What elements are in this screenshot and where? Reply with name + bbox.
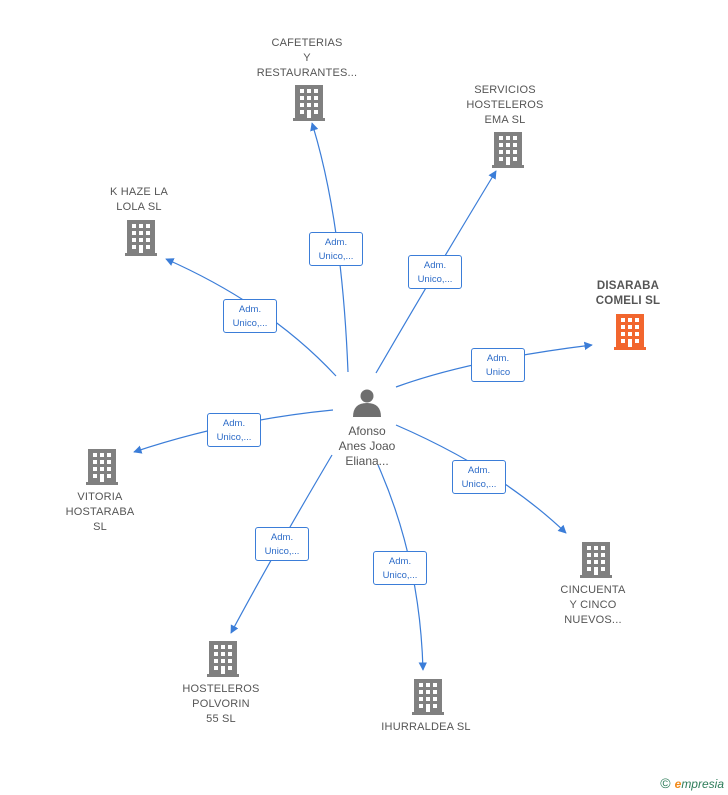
building-icon-cincuenta[interactable] <box>580 542 612 578</box>
edge-label-disaraba[interactable]: Adm. Unico <box>471 348 525 382</box>
edge-label-cafeterias[interactable]: Adm. Unico,... <box>309 232 363 266</box>
company-label[interactable]: SERVICIOS HOSTELEROS EMA SL <box>466 84 544 126</box>
company-node-servicios[interactable]: SERVICIOS HOSTELEROS EMA SL <box>466 83 543 128</box>
building-icon-servicios[interactable] <box>492 132 524 168</box>
person-name[interactable]: Afonso Anes Joao Eliana... <box>338 424 396 468</box>
company-label[interactable]: K HAZE LA LOLA SL <box>109 186 169 213</box>
building-icon-disaraba[interactable] <box>614 314 646 350</box>
edge-label-ihurraldea[interactable]: Adm. Unico,... <box>373 551 427 585</box>
edge-label-khaze[interactable]: Adm. Unico,... <box>223 299 277 333</box>
building-icon-vitoria[interactable] <box>86 449 118 485</box>
nodes-layer <box>86 85 646 715</box>
building-icon-polvorin[interactable] <box>207 641 239 677</box>
brand-name: mpresia <box>681 777 724 791</box>
brand-initial: e <box>674 777 682 791</box>
company-label[interactable]: DISARABA COMELI SL <box>595 280 661 307</box>
building-icon-cafeterias[interactable] <box>293 85 325 121</box>
company-node-polvorin[interactable]: HOSTELEROS POLVORIN 55 SL <box>182 682 259 727</box>
company-label[interactable]: VITORIA HOSTARABA SL <box>65 491 135 533</box>
edge-label-polvorin[interactable]: Adm. Unico,... <box>255 527 309 561</box>
company-label[interactable]: CINCUENTA Y CINCO NUEVOS... <box>560 584 626 626</box>
edge-label-servicios[interactable]: Adm. Unico,... <box>408 255 462 289</box>
company-node-vitoria[interactable]: VITORIA HOSTARABA SL <box>66 490 135 535</box>
company-node-cincuenta[interactable]: CINCUENTA Y CINCO NUEVOS... <box>560 583 625 628</box>
company-node-disaraba[interactable]: DISARABA COMELI SL <box>596 279 660 309</box>
company-label[interactable]: CAFETERIAS Y RESTAURANTES... <box>256 37 358 79</box>
building-icon-ihurraldea[interactable] <box>412 679 444 715</box>
edge-label-vitoria[interactable]: Adm. Unico,... <box>207 413 261 447</box>
company-node-cafeterias[interactable]: CAFETERIAS Y RESTAURANTES... <box>257 36 358 81</box>
person-icon[interactable] <box>353 389 381 418</box>
company-node-ihurraldea[interactable]: IHURRALDEA SL <box>381 720 470 735</box>
building-icon-khaze[interactable] <box>125 220 157 256</box>
company-node-khaze[interactable]: K HAZE LA LOLA SL <box>110 185 168 215</box>
company-label[interactable]: HOSTELEROS POLVORIN 55 SL <box>182 683 260 725</box>
copyright-icon: © <box>660 775 671 791</box>
company-label[interactable]: IHURRALDEA SL <box>381 721 471 733</box>
edge-label-cincuenta[interactable]: Adm. Unico,... <box>452 460 506 494</box>
footer-brand: ©empresia <box>660 775 724 791</box>
